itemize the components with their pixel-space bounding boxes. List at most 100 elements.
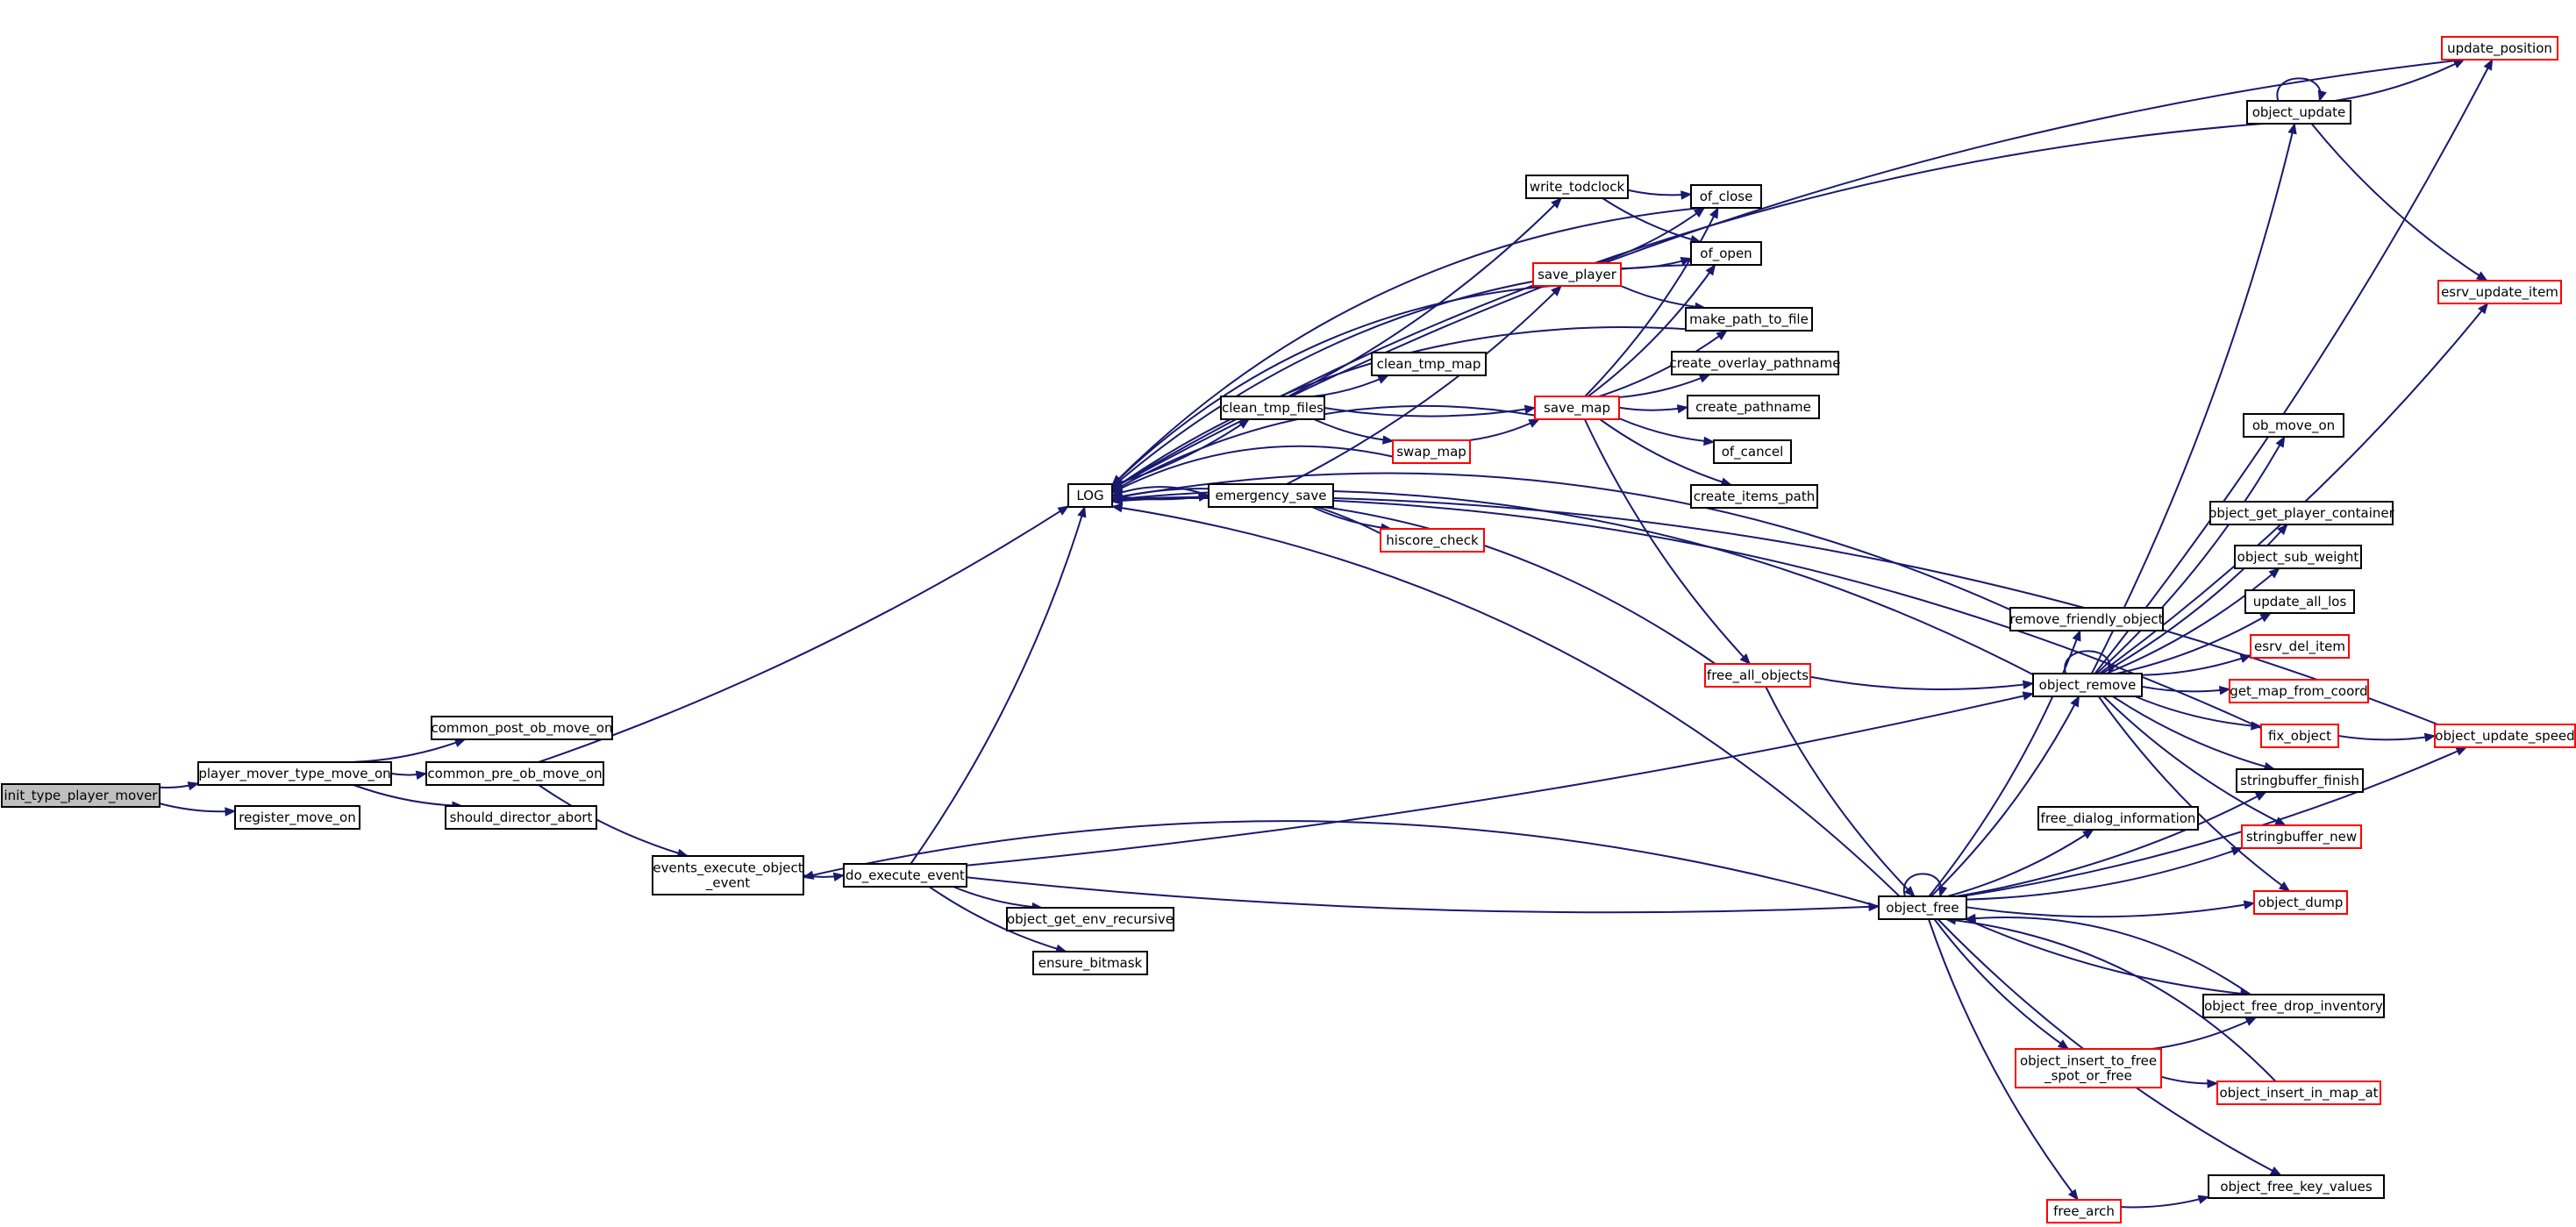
edge-arrowhead bbox=[1698, 374, 1711, 383]
node-esrv_update_item[interactable]: esrv_update_item bbox=[2437, 280, 2562, 304]
edge-arrowhead bbox=[1739, 653, 1752, 665]
node-label-line: object_remove bbox=[2039, 677, 2137, 694]
edge-arrowhead bbox=[1680, 190, 1693, 200]
node-box bbox=[2032, 673, 2143, 697]
edge-line bbox=[538, 784, 689, 857]
edge-arrowhead bbox=[2478, 302, 2489, 315]
edge-arrowhead bbox=[1693, 207, 1706, 218]
edge-line bbox=[2141, 654, 2251, 676]
edge-arrowhead bbox=[1964, 913, 1977, 924]
node-box bbox=[2234, 545, 2362, 569]
node-should_director_abort[interactable]: should_director_abort bbox=[445, 805, 597, 830]
node-free_arch[interactable]: free_arch bbox=[2046, 1199, 2122, 1223]
node-update_all_los[interactable]: update_all_los bbox=[2244, 589, 2355, 614]
edge-free_all_objects-to-object_free bbox=[1765, 686, 1916, 897]
edge-arrowhead bbox=[1705, 263, 1716, 276]
node-events_execute_object_event[interactable]: events_execute_object_event bbox=[652, 855, 804, 895]
node-init_type_player_mover[interactable]: init_type_player_mover bbox=[1, 783, 161, 808]
node-LOG[interactable]: LOG bbox=[1067, 483, 1113, 508]
node-label: esrv_del_item bbox=[2254, 638, 2345, 655]
node-create_overlay_pathname[interactable]: create_overlay_pathname bbox=[1670, 351, 1841, 375]
edge-line bbox=[966, 876, 1880, 914]
edge-line bbox=[1602, 197, 1702, 243]
node-label: swap_map bbox=[1396, 444, 1466, 460]
edge-line bbox=[1966, 846, 2243, 901]
node-emergency_save[interactable]: emergency_save bbox=[1208, 483, 1334, 508]
node-swap_map[interactable]: swap_map bbox=[1392, 439, 1471, 464]
edge-line bbox=[1945, 918, 2277, 1082]
node-update_position[interactable]: update_position bbox=[2441, 36, 2558, 61]
node-save_player[interactable]: save_player bbox=[1532, 262, 1622, 287]
node-common_pre_ob_move_on[interactable]: common_pre_ob_move_on bbox=[425, 761, 604, 786]
node-box bbox=[2246, 100, 2351, 125]
edge-arrowhead bbox=[2067, 1188, 2079, 1202]
edge-arrowhead bbox=[2218, 685, 2231, 696]
node-label-line: object_insert_in_map_at bbox=[2219, 1085, 2378, 1102]
node-remove_friendly_object[interactable]: remove_friendly_object bbox=[2009, 607, 2164, 631]
node-label-line: clean_tmp_files bbox=[1222, 400, 1324, 417]
node-register_move_on[interactable]: register_move_on bbox=[234, 805, 360, 830]
node-box bbox=[2241, 824, 2362, 849]
edge-init_type_player_mover-to-register_move_on bbox=[159, 803, 237, 817]
edge-player_mover_type_move_on-to-common_post_ob_move_on bbox=[351, 738, 467, 763]
node-label-line: remove_friendly_object bbox=[2009, 611, 2163, 628]
node-label-line: of_open bbox=[1700, 246, 1752, 262]
edge-line bbox=[1111, 505, 1901, 897]
node-get_map_from_coord[interactable]: get_map_from_coord bbox=[2229, 679, 2369, 703]
node-object_free_key_values[interactable]: object_free_key_values bbox=[2208, 1174, 2385, 1199]
node-object_insert_in_map_at[interactable]: object_insert_in_map_at bbox=[2216, 1081, 2381, 1105]
node-label-line: create_items_path bbox=[1694, 489, 1815, 505]
node-box bbox=[1690, 184, 1762, 209]
edge-fix_object-to-object_update_speed bbox=[2337, 732, 2437, 742]
node-clean_tmp_map[interactable]: clean_tmp_map bbox=[1371, 352, 1487, 376]
node-stringbuffer_finish[interactable]: stringbuffer_finish bbox=[2236, 768, 2364, 793]
node-box bbox=[2253, 890, 2348, 915]
node-esrv_del_item[interactable]: esrv_del_item bbox=[2250, 634, 2350, 659]
node-free_all_objects[interactable]: free_all_objects bbox=[1704, 663, 1811, 688]
node-write_todclock[interactable]: write_todclock bbox=[1525, 175, 1629, 199]
node-object_sub_weight[interactable]: object_sub_weight bbox=[2234, 545, 2362, 569]
node-stringbuffer_new[interactable]: stringbuffer_new bbox=[2241, 824, 2362, 849]
node-common_post_ob_move_on[interactable]: common_post_ob_move_on bbox=[431, 716, 613, 740]
node-create_items_path[interactable]: create_items_path bbox=[1690, 484, 1818, 509]
node-object_get_player_container[interactable]: object_get_player_container bbox=[2209, 501, 2395, 525]
node-label-line: esrv_update_item bbox=[2441, 284, 2558, 301]
node-box bbox=[1690, 484, 1818, 509]
node-label: object_update bbox=[2252, 104, 2346, 121]
edge-line bbox=[1927, 918, 2079, 1201]
node-ob_move_on[interactable]: ob_move_on bbox=[2243, 413, 2344, 438]
node-object_get_env_recursive[interactable]: object_get_env_recursive bbox=[1006, 907, 1174, 931]
node-free_dialog_information[interactable]: free_dialog_information bbox=[2037, 806, 2199, 831]
node-of_close[interactable]: of_close bbox=[1690, 184, 1762, 209]
node-ensure_bitmask[interactable]: ensure_bitmask bbox=[1032, 951, 1148, 975]
node-fix_object[interactable]: fix_object bbox=[2260, 724, 2339, 748]
node-of_cancel[interactable]: of_cancel bbox=[1713, 439, 1792, 464]
edge-arrowhead bbox=[2287, 122, 2297, 135]
node-object_insert_to_free_spot_or_free[interactable]: object_insert_to_free_spot_or_free bbox=[2015, 1048, 2162, 1088]
node-object_update[interactable]: object_update bbox=[2246, 100, 2351, 125]
node-of_open[interactable]: of_open bbox=[1690, 241, 1762, 266]
node-label: player_mover_type_move_on bbox=[198, 766, 390, 782]
node-save_map[interactable]: save_map bbox=[1534, 396, 1620, 420]
node-player_mover_type_move_on[interactable]: player_mover_type_move_on bbox=[197, 761, 392, 786]
node-object_remove[interactable]: object_remove bbox=[2032, 673, 2143, 697]
node-object_free[interactable]: object_free bbox=[1878, 895, 1967, 920]
node-object_dump[interactable]: object_dump bbox=[2253, 890, 2348, 915]
node-hiscore_check[interactable]: hiscore_check bbox=[1380, 528, 1485, 553]
edge-line bbox=[159, 803, 236, 813]
node-object_update_speed[interactable]: object_update_speed bbox=[2434, 724, 2576, 748]
node-box bbox=[2236, 768, 2364, 793]
node-make_path_to_file[interactable]: make_path_to_file bbox=[1685, 307, 1813, 332]
node-label-line: update_position bbox=[2447, 40, 2552, 57]
node-label: common_pre_ob_move_on bbox=[427, 766, 602, 782]
node-do_execute_event[interactable]: do_execute_event bbox=[843, 863, 967, 888]
node-box bbox=[234, 805, 360, 830]
edge-arrowhead bbox=[1110, 494, 1123, 504]
node-clean_tmp_files[interactable]: clean_tmp_files bbox=[1220, 396, 1325, 420]
edge-line bbox=[1928, 630, 2081, 897]
node-label-line: object_insert_to_free bbox=[2020, 1053, 2157, 1070]
node-box bbox=[2046, 1199, 2122, 1223]
node-label-line: clean_tmp_map bbox=[1377, 356, 1481, 373]
node-create_pathname[interactable]: create_pathname bbox=[1687, 395, 1820, 419]
node-object_free_drop_inventory[interactable]: object_free_drop_inventory bbox=[2202, 994, 2385, 1018]
